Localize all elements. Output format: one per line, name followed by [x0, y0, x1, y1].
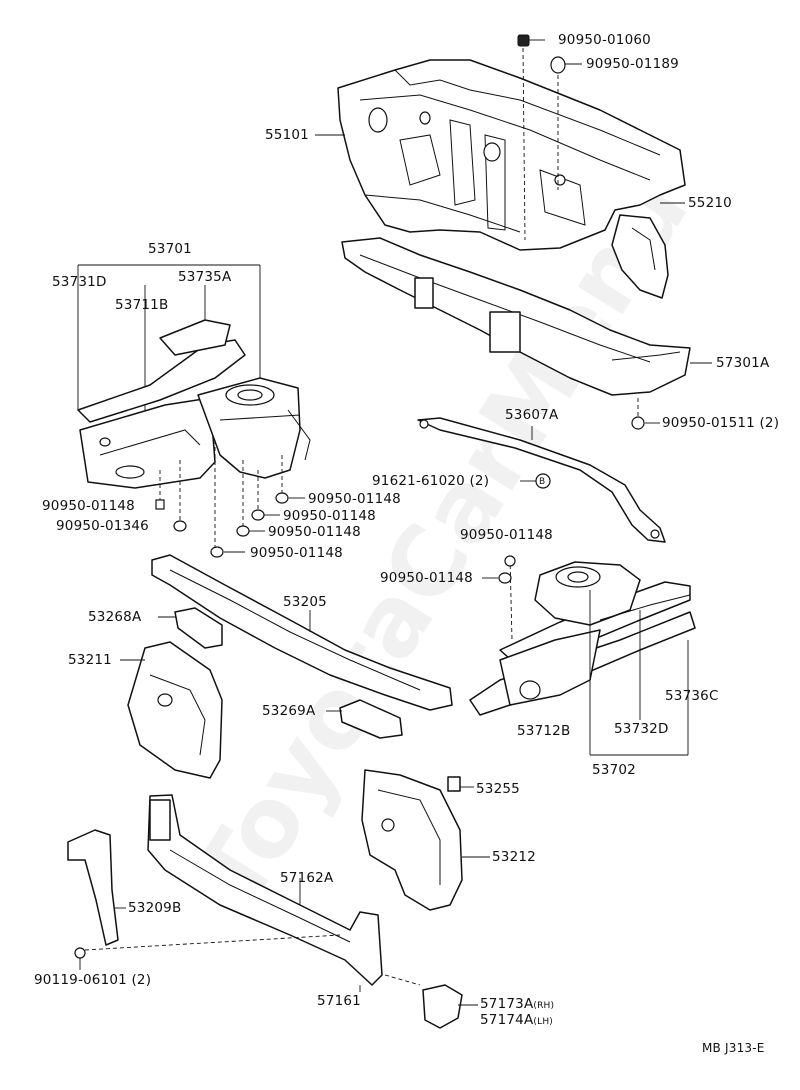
label-90950-01148-d: 90950-01148 — [268, 524, 361, 540]
reinforcement-57301A — [341, 237, 691, 396]
bracket-57173A-57174A — [422, 984, 478, 1029]
plug-90950-01060 — [517, 34, 530, 47]
label-55210: 55210 — [688, 195, 732, 211]
plug-90950-01148-b — [275, 492, 289, 504]
label-57174A-code: 57174A — [480, 1012, 534, 1028]
apron-53701 — [77, 319, 311, 489]
label-53711B: 53711B — [115, 297, 169, 313]
plug-90950-01148-f — [504, 555, 516, 567]
label-90119-06101: 90119-06101 (2) — [34, 972, 152, 988]
label-90950-01148-g: 90950-01148 — [380, 570, 473, 586]
plug-90950-01148-g — [498, 572, 512, 584]
label-53211: 53211 — [68, 652, 112, 668]
label-53712B: 53712B — [517, 723, 571, 739]
label-90950-01148-f: 90950-01148 — [460, 527, 553, 543]
nut-90950-01511 — [631, 416, 645, 430]
panel-53212 — [361, 769, 490, 911]
label-53701: 53701 — [148, 241, 192, 257]
label-53732D: 53732D — [614, 721, 669, 737]
cross-member-53205 — [151, 554, 453, 711]
label-53212: 53212 — [492, 849, 536, 865]
label-53268A: 53268A — [88, 609, 142, 625]
plug-90950-01148-e — [210, 546, 224, 558]
bolt-90119-06101 — [74, 947, 86, 959]
plug-90950-01148-d — [236, 525, 250, 537]
bracket-53269A — [326, 699, 403, 739]
label-57301A: 57301A — [716, 355, 770, 371]
label-57173A-side: (RH) — [533, 1001, 555, 1011]
label-53205: 53205 — [283, 594, 327, 610]
label-90950-01148-a: 90950-01148 — [42, 498, 135, 514]
label-53209B: 53209B — [128, 900, 182, 916]
label-57173A-code: 57173A — [480, 996, 534, 1012]
brace-53607A — [417, 417, 666, 543]
label-53736C: 53736C — [665, 688, 719, 704]
clip-53255 — [447, 776, 461, 792]
dash-panel-55101 — [337, 59, 686, 251]
label-57174A-side: (LH) — [533, 1017, 553, 1027]
label-53702: 53702 — [592, 762, 636, 778]
bolt-90950-01148-a — [155, 499, 165, 510]
label-57162A: 57162A — [280, 870, 334, 886]
label-55101: 55101 — [265, 127, 309, 143]
plug-90950-01148-c — [251, 509, 265, 521]
label-90950-01189: 90950-01189 — [586, 56, 679, 72]
label-57173A: 57173A(RH) — [480, 996, 554, 1014]
label-90950-01346: 90950-01346 — [56, 518, 149, 534]
label-91621-61020: 91621-61020 (2) — [372, 473, 490, 489]
label-53269A: 53269A — [262, 703, 316, 719]
plug-90950-01189 — [550, 56, 566, 74]
label-90950-01060: 90950-01060 — [558, 32, 651, 48]
label-90950-01511: 90950-01511 (2) — [662, 415, 780, 431]
support-57162A — [147, 794, 383, 986]
label-90950-01148-b: 90950-01148 — [308, 491, 401, 507]
bracket-53268A — [158, 607, 223, 649]
label-b-marker: B — [539, 477, 546, 487]
bracket-53209B — [67, 829, 126, 946]
label-57161: 57161 — [317, 993, 361, 1009]
label-90950-01148-e: 90950-01148 — [250, 545, 343, 561]
cowl-side-55210 — [611, 214, 669, 299]
plug-90950-01346 — [173, 520, 187, 532]
label-53731D: 53731D — [52, 274, 107, 290]
label-53735A: 53735A — [178, 269, 232, 285]
apron-53702 — [469, 561, 696, 716]
label-57174A: 57174A(LH) — [480, 1012, 553, 1030]
label-90950-01148-c: 90950-01148 — [283, 508, 376, 524]
panel-53211 — [120, 641, 223, 779]
label-53607A: 53607A — [505, 407, 559, 423]
diagram-code: MB J313-E — [702, 1041, 765, 1055]
label-53255: 53255 — [476, 781, 520, 797]
